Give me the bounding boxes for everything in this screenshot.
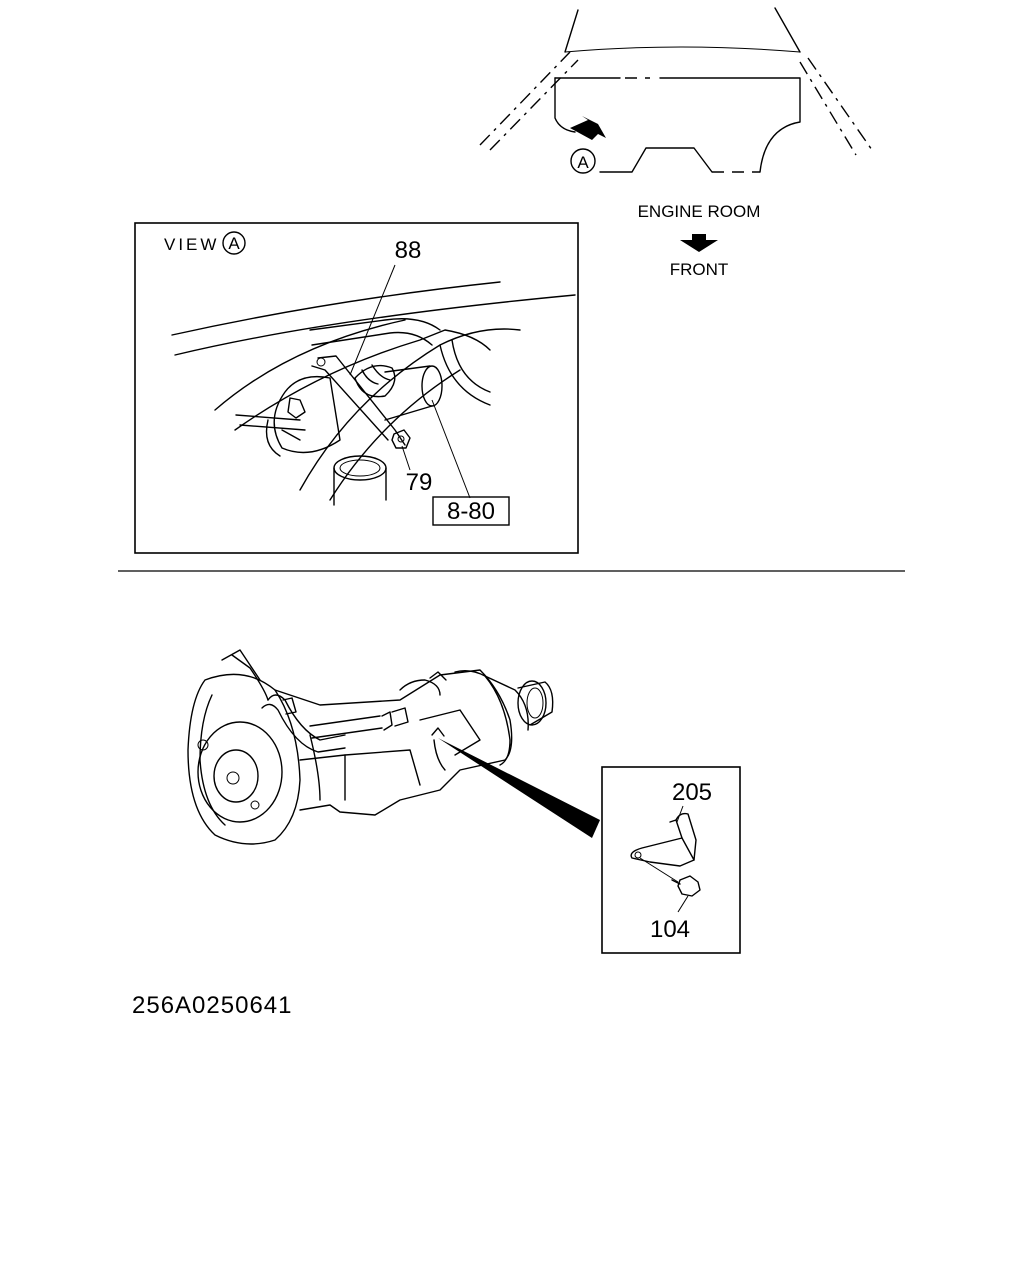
diagram-code: 256A0250641 xyxy=(132,992,292,1019)
detail-pointer-icon xyxy=(438,738,600,838)
view-a-marker: A xyxy=(570,148,596,174)
callout-8-80: 8-80 xyxy=(447,498,495,525)
view-a-marker-letter: A xyxy=(577,153,589,172)
view-a-detail-frame xyxy=(134,222,579,554)
callout-104: 104 xyxy=(650,916,690,943)
callout-88: 88 xyxy=(395,237,422,264)
callout-79: 79 xyxy=(406,469,433,496)
view-direction-arrow-icon xyxy=(570,116,606,140)
transmission-drawing xyxy=(187,649,554,845)
front-label: FRONT xyxy=(670,260,729,279)
front-arrow-icon xyxy=(680,234,718,252)
clip-detail-drawing xyxy=(630,805,701,913)
engine-room-label: ENGINE ROOM xyxy=(638,202,761,221)
vehicle-outline xyxy=(479,7,873,173)
view-a-title-marker: A xyxy=(228,234,240,253)
view-a-title: VIEW A xyxy=(164,231,246,255)
callout-8-80-frame xyxy=(432,496,510,526)
clip-detail-frame xyxy=(601,766,741,954)
callout-205: 205 xyxy=(672,779,712,806)
view-a-title-prefix: VIEW xyxy=(164,235,219,254)
view-a-drawing xyxy=(171,264,576,506)
